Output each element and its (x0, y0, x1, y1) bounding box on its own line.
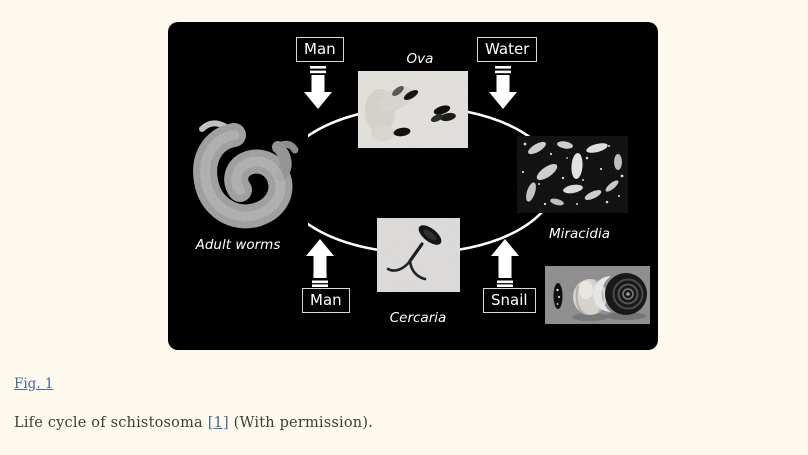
adult-worms-micrograph (190, 113, 308, 237)
up-block-arrow-man (306, 239, 334, 287)
miracidia-micrograph (517, 136, 628, 213)
reference-1-link[interactable]: [1] (207, 415, 229, 431)
caption-text-before: Life cycle of schistosoma (14, 415, 208, 431)
ova-micrograph (358, 71, 468, 148)
cercaria-micrograph (377, 218, 460, 292)
fig-1-link[interactable]: Fig. 1 (14, 376, 54, 392)
flow-box-water: Water (477, 37, 538, 63)
figure-caption-heading: Fig. 1 (14, 376, 54, 392)
down-block-arrow-water (489, 66, 517, 109)
flow-box-man-top: Man (296, 37, 344, 63)
snail-shells-photo (545, 266, 650, 324)
up-block-arrow-snail (491, 239, 519, 287)
caption-text-after: (With permission). (228, 415, 374, 431)
figure-caption-text: Life cycle of schistosoma [1] (With perm… (14, 415, 373, 431)
flow-box-man-bottom: Man (302, 288, 350, 314)
flow-box-snail: Snail (483, 288, 536, 314)
stage-label-ova: Ova (406, 51, 434, 67)
stage-label-cercaria: Cercaria (389, 310, 447, 326)
down-block-arrow-man (304, 66, 332, 109)
stage-label-miracidia: Miracidia (549, 226, 610, 242)
figure-1-panel: Man Water Man Snail Ova Adult worms Mira… (168, 22, 658, 350)
stage-label-adult-worms: Adult worms (195, 237, 281, 253)
